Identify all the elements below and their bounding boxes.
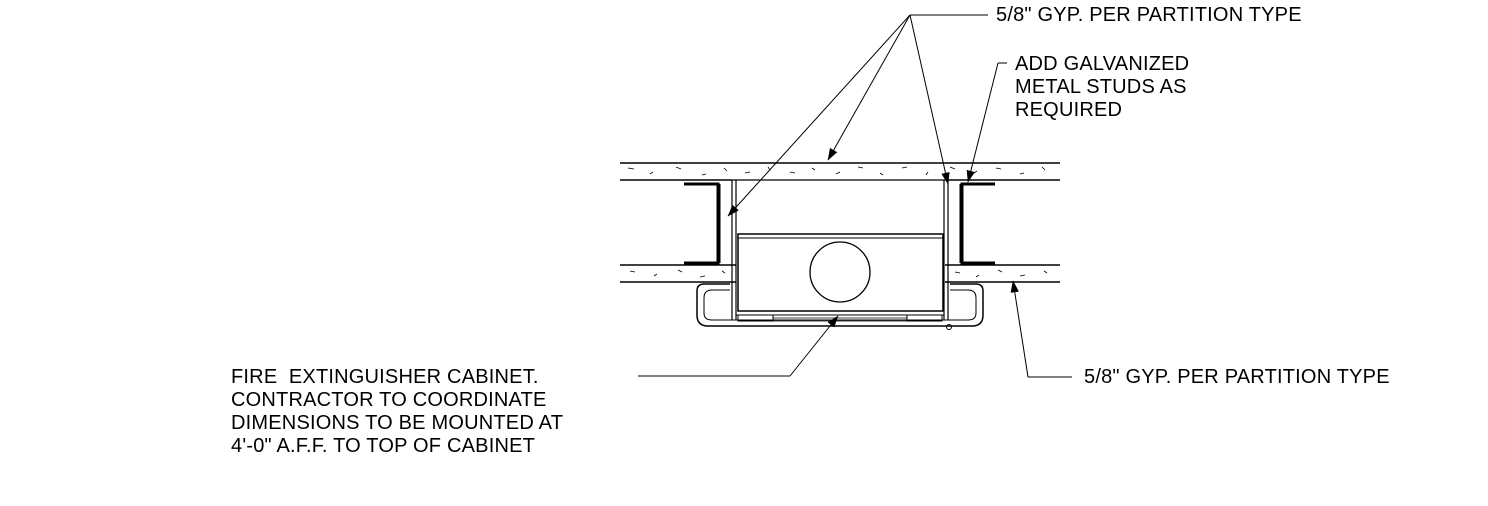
leader-gyp-right (1010, 280, 1072, 378)
cabinet-note-line: DIMENSIONS TO BE MOUNTED AT (231, 412, 564, 434)
studs-note: ADD GALVANIZED METAL STUDS AS REQUIRED (1015, 53, 1189, 122)
cabinet-note-line: FIRE EXTINGUISHER CABINET. (231, 366, 539, 388)
cabinet-trim (696, 283, 984, 330)
cabinet-box (737, 233, 944, 312)
cabinet-note: FIRE EXTINGUISHER CABINET. CONTRACTOR TO… (231, 366, 563, 458)
studs-note-line: REQUIRED (1015, 99, 1123, 121)
studs-note-line: ADD GALVANIZED (1015, 53, 1190, 75)
metal-stud-right (959, 182, 995, 265)
leader-studs (966, 62, 1007, 183)
cabinet-note-line: 4'-0" A.F.F. TO TOP OF CABINET (231, 435, 536, 457)
metal-stud-left (684, 182, 721, 265)
gypsum-board-top (620, 162, 1060, 181)
opening-framing (731, 180, 949, 320)
gyp-top-note-text: 5/8" GYP. PER PARTITION TYPE (996, 4, 1302, 26)
gyp-right-note-text: 5/8" GYP. PER PARTITION TYPE (1084, 366, 1390, 388)
leader-cabinet (638, 315, 839, 377)
gyp-right-note: 5/8" GYP. PER PARTITION TYPE (1084, 366, 1390, 389)
studs-note-line: METAL STUDS AS (1015, 76, 1187, 98)
gypsum-board-bottom (620, 264, 1060, 283)
gyp-top-note: 5/8" GYP. PER PARTITION TYPE (996, 4, 1302, 27)
fire-extinguisher-symbol (809, 241, 871, 303)
leader-gyp-top (727, 14, 988, 217)
cabinet-note-line: CONTRACTOR TO COORDINATE (231, 389, 547, 411)
